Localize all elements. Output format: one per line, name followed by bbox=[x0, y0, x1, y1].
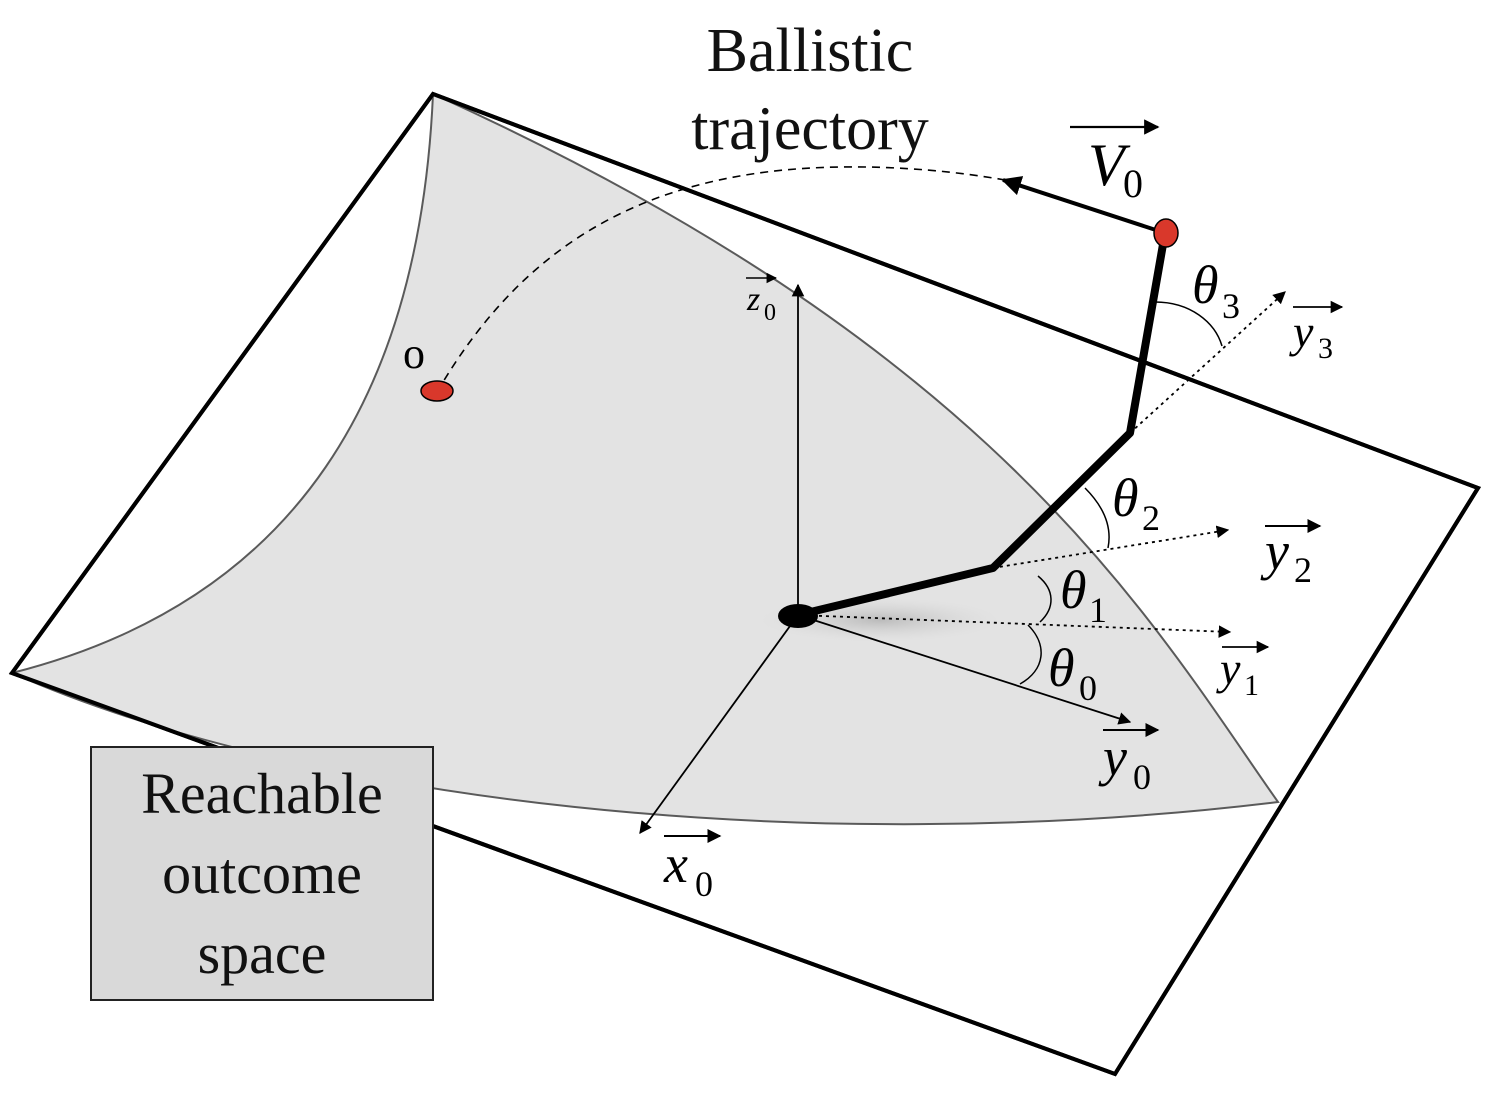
box-line-1: Reachable bbox=[141, 760, 383, 826]
v0-subscript: 0 bbox=[1123, 161, 1143, 206]
y3-label: y 3 bbox=[1289, 300, 1344, 365]
theta2-symbol: θ bbox=[1112, 468, 1139, 528]
theta0-symbol: θ bbox=[1048, 638, 1075, 698]
z0-subscript: 0 bbox=[764, 300, 776, 326]
v0-symbol: V bbox=[1088, 132, 1131, 198]
theta2-subscript: 2 bbox=[1142, 498, 1160, 538]
y0-label: y 0 bbox=[1098, 723, 1160, 797]
arm-base-joint bbox=[778, 604, 818, 628]
z0-label: z 0 bbox=[746, 272, 778, 326]
theta0-label: θ 0 bbox=[1048, 638, 1097, 708]
velocity-vector bbox=[1001, 176, 1166, 235]
theta3-symbol: θ bbox=[1192, 255, 1219, 315]
target-o-label: o bbox=[403, 329, 425, 378]
theta1-arc bbox=[1037, 575, 1052, 623]
y1-label: y 1 bbox=[1216, 640, 1270, 702]
box-line-3: space bbox=[197, 920, 327, 986]
y3-subscript: 3 bbox=[1318, 332, 1333, 365]
y0-symbol: y bbox=[1098, 727, 1127, 787]
theta1-label: θ 1 bbox=[1060, 560, 1107, 630]
z0-symbol: z bbox=[746, 281, 760, 318]
title-line-1: Ballistic bbox=[706, 17, 914, 85]
theta2-label: θ 2 bbox=[1112, 468, 1160, 538]
y3-symbol: y bbox=[1289, 306, 1314, 357]
reachable-outcome-space-box: Reachable outcome space bbox=[90, 746, 434, 1001]
theta3-label: θ 3 bbox=[1192, 255, 1240, 326]
title-line-2: trajectory bbox=[691, 95, 929, 163]
x0-subscript: 0 bbox=[695, 864, 713, 904]
outcome-point bbox=[420, 380, 454, 402]
v0-label: V 0 bbox=[1070, 119, 1160, 206]
ballistic-trajectory bbox=[436, 166, 1006, 393]
y2-axis bbox=[992, 525, 1230, 569]
y1-symbol: y bbox=[1216, 643, 1241, 694]
x0-label: x 0 bbox=[663, 829, 722, 904]
end-effector bbox=[1153, 218, 1179, 248]
ballistic-trajectory-title: Ballistic trajectory bbox=[660, 12, 960, 168]
y2-label: y 2 bbox=[1260, 519, 1322, 590]
theta0-arc bbox=[1019, 624, 1042, 685]
y2-subscript: 2 bbox=[1294, 550, 1312, 590]
y1-axis bbox=[797, 614, 1232, 638]
x0-symbol: x bbox=[663, 834, 688, 894]
x0-axis bbox=[639, 614, 799, 835]
theta2-arc bbox=[1084, 487, 1110, 549]
theta1-subscript: 1 bbox=[1089, 590, 1107, 630]
robot-arm bbox=[794, 229, 1169, 619]
y0-axis bbox=[797, 614, 1132, 725]
ground-plane-outline bbox=[8, 91, 1481, 1077]
y0-subscript: 0 bbox=[1133, 757, 1151, 797]
y2-symbol: y bbox=[1260, 521, 1289, 581]
theta1-symbol: θ bbox=[1060, 560, 1087, 620]
theta3-subscript: 3 bbox=[1222, 286, 1240, 326]
theta0-subscript: 0 bbox=[1079, 668, 1097, 708]
reachable-space bbox=[8, 92, 1280, 826]
box-line-2: outcome bbox=[162, 840, 362, 906]
y1-subscript: 1 bbox=[1244, 669, 1259, 702]
theta3-arc bbox=[1154, 301, 1223, 347]
